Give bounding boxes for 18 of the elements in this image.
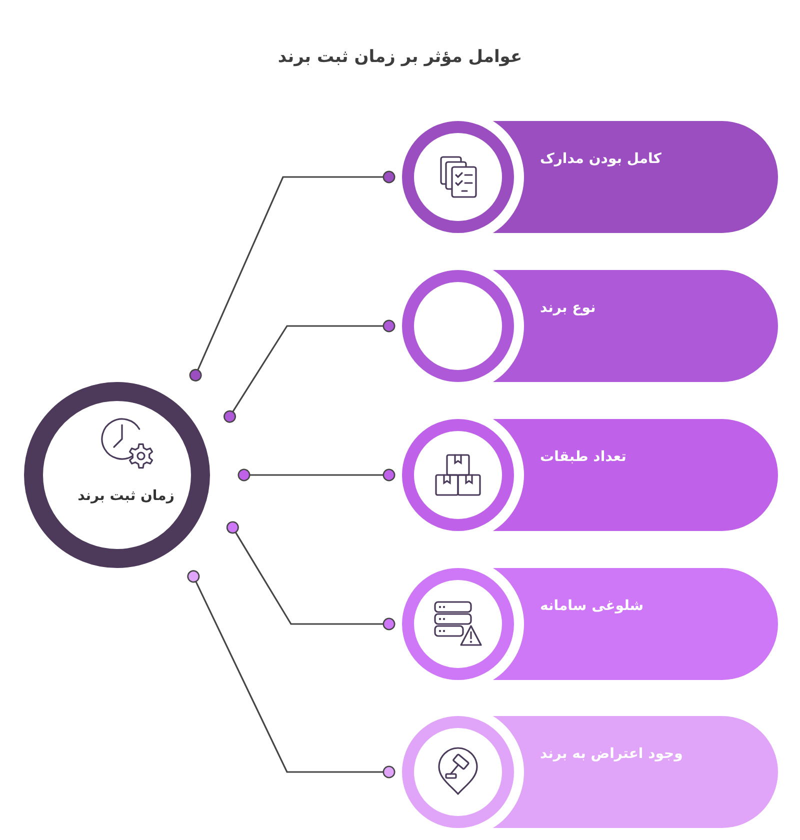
- node-label: تعداد طبقات: [540, 448, 626, 466]
- pill-card: [402, 270, 778, 382]
- connector-line: [224, 320, 396, 423]
- pill-card: [402, 568, 778, 680]
- connector-line: [189, 170, 396, 382]
- node-label: وجود اعتراض به برند: [540, 745, 683, 763]
- node-label: زمان ثبت برند: [78, 487, 174, 505]
- connector-line: [238, 468, 396, 482]
- connector-line: [187, 570, 396, 778]
- node-label: شلوغی سامانه: [540, 597, 644, 615]
- node-label: کامل بودن مدارک: [540, 150, 662, 168]
- pill-card: [402, 716, 778, 828]
- node-label: نوع برند: [540, 299, 596, 317]
- connector-line: [226, 521, 396, 630]
- pill-card: [402, 121, 778, 233]
- pill-card: [402, 419, 778, 531]
- diagram-title: عوامل مؤثر بر زمان ثبت برند: [278, 47, 522, 67]
- center-circle: [24, 382, 210, 568]
